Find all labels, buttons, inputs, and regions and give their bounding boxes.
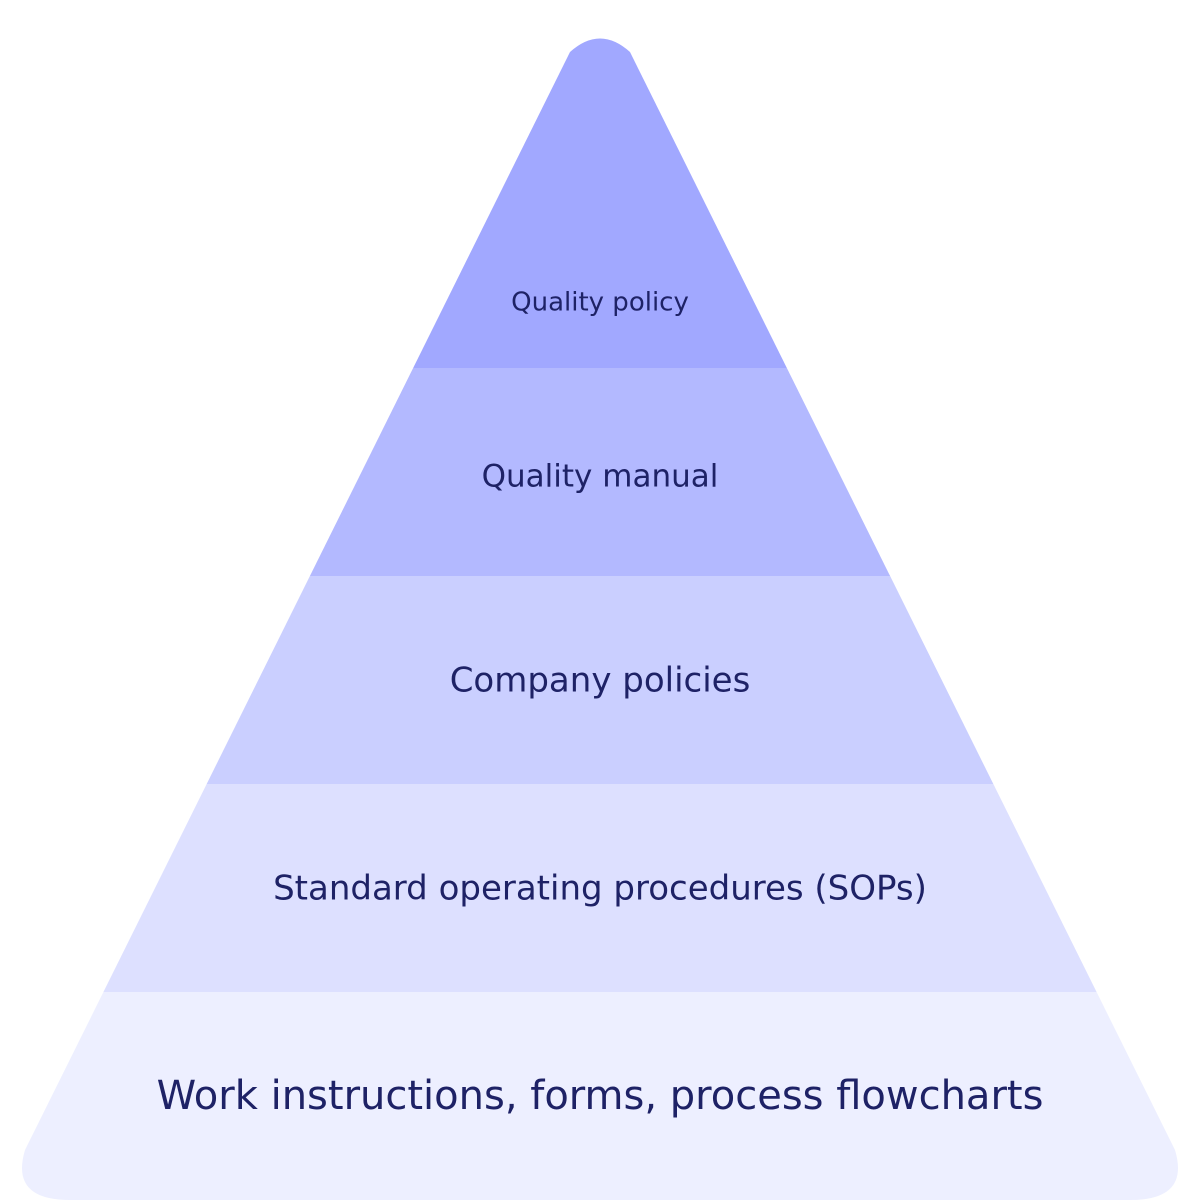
level-4-label: Standard operating procedures (SOPs) (273, 869, 927, 909)
level-4-band (22, 784, 1178, 992)
level-2-label: Quality manual (482, 459, 719, 495)
level-5-band (22, 992, 1178, 1200)
level-1-label: Quality policy (511, 288, 689, 318)
level-5-label: Work instructions, forms, process flowch… (157, 1073, 1044, 1119)
level-3-label: Company policies (450, 661, 751, 701)
